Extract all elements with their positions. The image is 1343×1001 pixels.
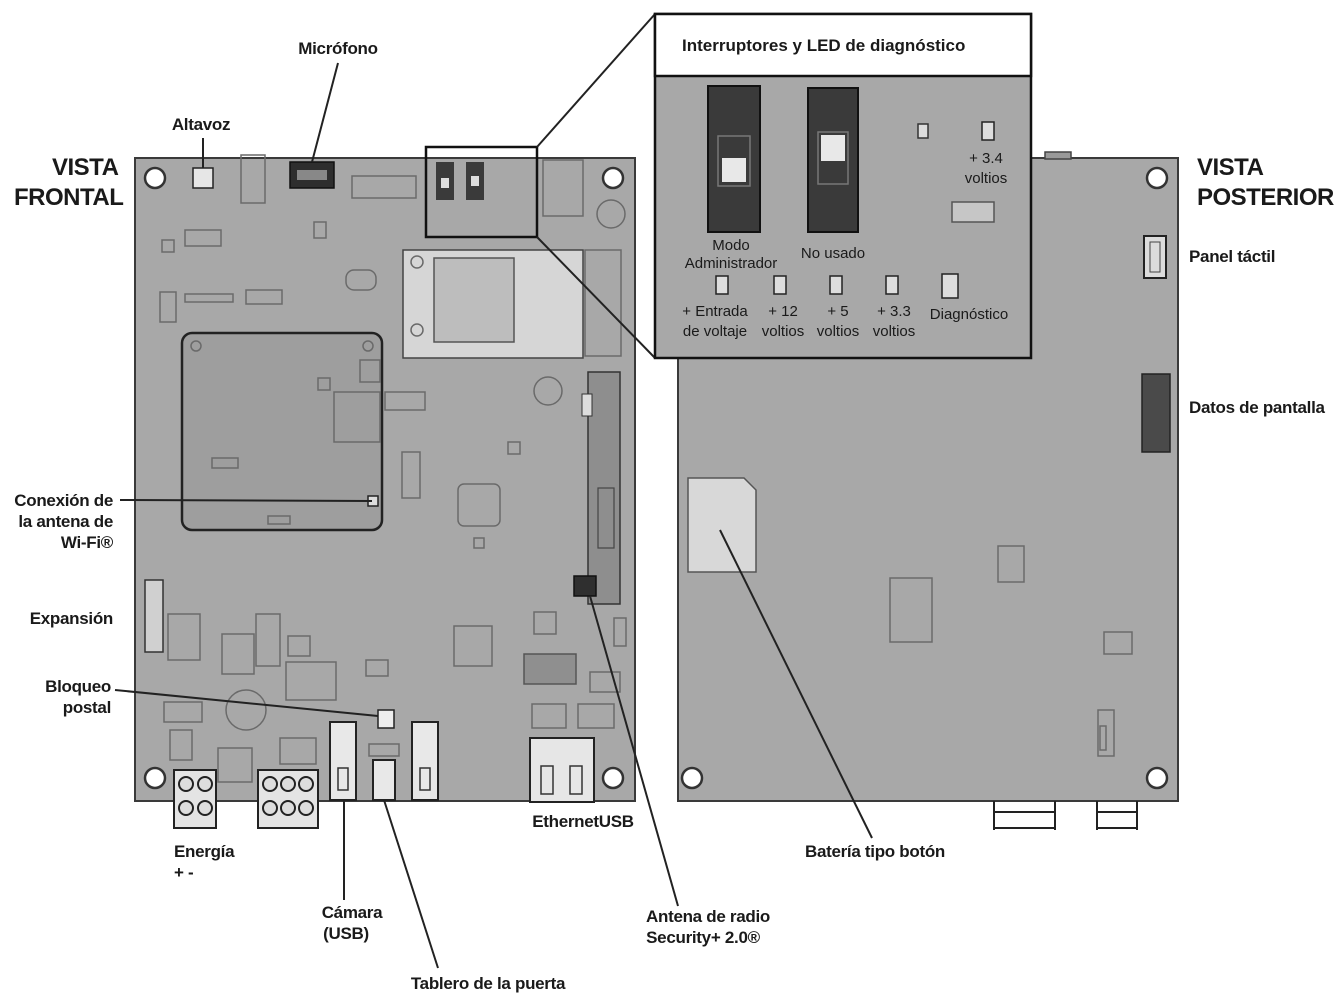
- expansion-label: Expansión: [30, 609, 113, 628]
- ethernet-usb-label: EthernetUSB: [532, 812, 634, 831]
- camera-label-line1: Cámara: [322, 903, 383, 922]
- radio-antenna-connector: [573, 575, 597, 597]
- wifi-antenna-label-line3: Wi-Fi®: [61, 533, 114, 552]
- led-5v-icon: [829, 275, 843, 295]
- front-view-title-line2: FRONTAL: [14, 184, 123, 211]
- led-12v-label-line2: voltios: [762, 323, 805, 340]
- led-12v-label-line1: + 12: [768, 303, 798, 320]
- touch-panel-label: Panel táctil: [1189, 247, 1275, 266]
- led-5v-label-line1: + 5: [827, 303, 848, 320]
- radio-antenna-label-line1: Antena de radio: [646, 907, 770, 926]
- wifi-antenna-label-line1: Conexión de: [14, 491, 113, 510]
- led-3v4-label-line1: + 3.4: [969, 150, 1003, 167]
- rear-view-title-line2: POSTERIOR: [1197, 184, 1334, 211]
- speaker-connector: [192, 167, 214, 189]
- led-12v-icon: [773, 275, 787, 295]
- power-polarity-label: + -: [174, 863, 193, 882]
- postal-lock-label-line2: postal: [63, 698, 111, 717]
- front-view-title-line1: VISTA: [52, 154, 119, 181]
- admin-mode-label-line1: Modo: [712, 237, 750, 254]
- led-3v3-label-line1: + 3.3: [877, 303, 911, 320]
- led-3v4-icon: [981, 121, 995, 141]
- camera-label-line2: (USB): [323, 924, 369, 943]
- led-vin-label-line2: de voltaje: [683, 323, 747, 340]
- ethernet-jack: [529, 737, 595, 803]
- unused-switch-label: No usado: [801, 245, 865, 262]
- led-diag-icon: [941, 273, 959, 299]
- speaker-label: Altavoz: [172, 115, 230, 134]
- camera-usb-connector: [329, 721, 357, 801]
- front-view-board: [134, 145, 636, 829]
- rear-view-title-line1: VISTA: [1197, 154, 1264, 181]
- microphone-label: Micrófono: [298, 39, 377, 58]
- expansion-connector: [144, 579, 164, 653]
- admin-mode-label-line2: Administrador: [685, 255, 778, 272]
- wifi-antenna-label-line2: la antena de: [18, 512, 113, 531]
- led-3v3-label-line2: voltios: [873, 323, 916, 340]
- display-data-connector: [1141, 373, 1171, 453]
- display-data-label: Datos de pantalla: [1189, 398, 1326, 417]
- led-vin-icon: [715, 275, 729, 295]
- door-panel-label: Tablero de la puerta: [411, 974, 566, 993]
- led-indicator: [917, 123, 929, 139]
- diagnostic-inset: Interruptores y LED de diagnóstico Modo …: [653, 12, 1033, 360]
- door-panel-connector: [372, 759, 396, 801]
- led-diag-label: Diagnóstico: [930, 306, 1008, 323]
- led-3v4-label-line2: voltios: [965, 170, 1008, 187]
- coin-battery-label: Batería tipo botón: [805, 842, 945, 861]
- led-3v3-icon: [885, 275, 899, 295]
- coin-battery: [687, 477, 757, 573]
- postal-lock-label-line1: Bloqueo: [45, 677, 111, 696]
- postal-lock-connector: [377, 709, 395, 729]
- inset-title: Interruptores y LED de diagnóstico: [682, 36, 965, 55]
- power-label: Energía: [174, 842, 235, 861]
- led-vin-label-line1: + Entrada: [682, 303, 748, 320]
- led-5v-label-line2: voltios: [817, 323, 860, 340]
- diagnostic-highlight-box: [424, 145, 539, 239]
- radio-antenna-label-line2: Security+ 2.0®: [646, 928, 760, 947]
